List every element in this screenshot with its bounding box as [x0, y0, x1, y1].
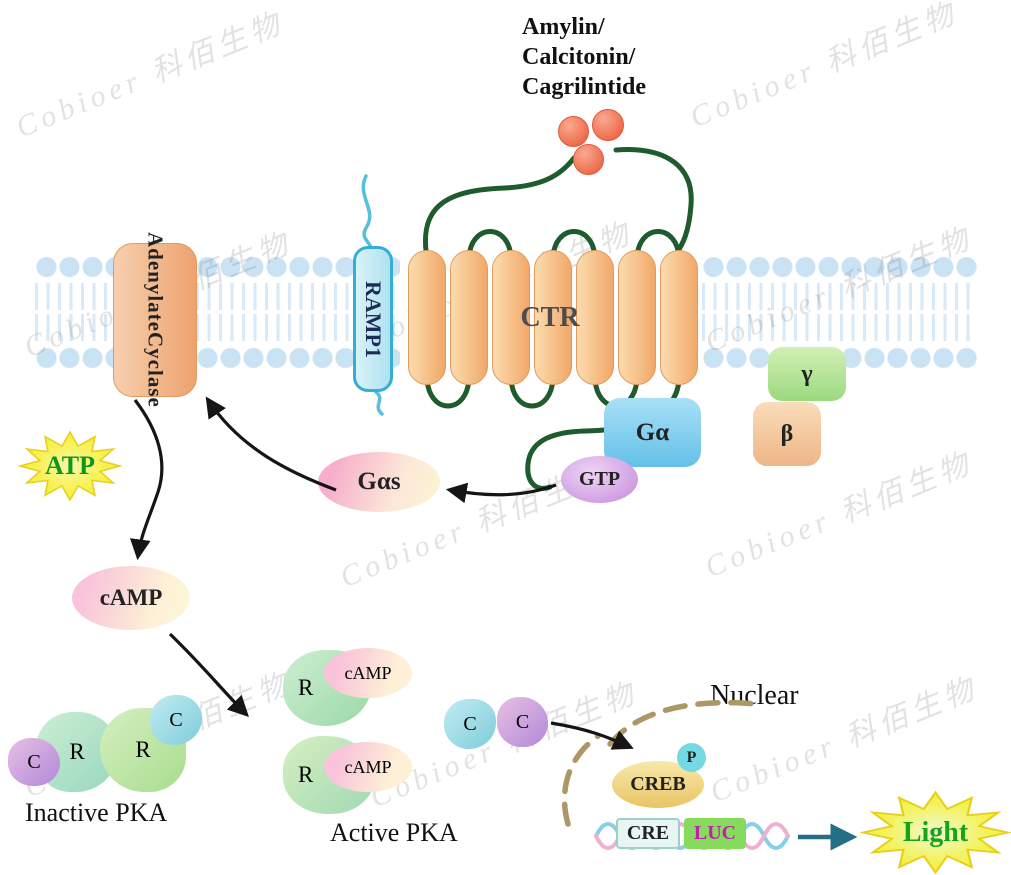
- lipid-tails-upper: [702, 283, 978, 310]
- extracellular-loop: [550, 229, 598, 263]
- lipid-tails-upper: [35, 283, 400, 310]
- n-terminus-loop: [613, 147, 694, 257]
- camp-ellipse: cAMP: [72, 566, 190, 630]
- nuclear-label: Nuclear: [710, 680, 799, 711]
- g-alpha-box: Gα: [604, 398, 701, 467]
- phospho-label: P: [686, 748, 697, 766]
- adenylate-cyclase-label: Adenylate Cyclase: [114, 232, 196, 408]
- ctr-helix: [492, 250, 530, 385]
- camp-label: cAMP: [344, 662, 392, 683]
- beta-box: β: [753, 402, 821, 466]
- ligand-label-line: Amylin/: [522, 14, 605, 40]
- camp-bound-ellipse: cAMP: [324, 648, 412, 698]
- ligand-ball: [592, 109, 624, 141]
- c-subunit: C: [497, 697, 548, 747]
- ctr-helix: [534, 250, 572, 385]
- r-subunit-label: R: [298, 675, 314, 700]
- g-alpha-label: Gα: [635, 418, 670, 446]
- c-subunit: C: [150, 695, 202, 745]
- ctr-label: CTR: [520, 302, 580, 333]
- gamma-box: γ: [768, 347, 846, 401]
- atp-label: ATP: [44, 451, 96, 480]
- arrow-camp-to-active-pka: [168, 632, 249, 717]
- gtp-ellipse: GTP: [561, 456, 638, 503]
- lipid-heads-bottom: [35, 344, 400, 372]
- luc-label: LUC: [693, 822, 737, 844]
- starburst-icon: [858, 790, 1011, 875]
- g-alpha-s-ellipse: Gαs: [318, 452, 440, 512]
- adenylate-cyclase-box: Adenylate Cyclase: [113, 232, 197, 408]
- extracellular-loop: [634, 229, 682, 263]
- arrow-gas-to-adenylate-cyclase: [205, 396, 337, 492]
- r-subunit-label: R: [135, 737, 151, 762]
- n-terminus-loop: [423, 155, 577, 261]
- luc-box: LUC: [684, 818, 746, 849]
- g-alpha-s-label: Gαs: [357, 468, 401, 495]
- cre-label: CRE: [626, 822, 670, 844]
- atp-star: ATP: [17, 430, 123, 502]
- ramp1-linker-bottom: [374, 390, 384, 416]
- ligand-ball: [573, 144, 604, 175]
- lipid-heads-top: [702, 253, 978, 281]
- r-subunit-label: R: [298, 762, 314, 787]
- camp-bound-ellipse: cAMP: [324, 742, 412, 792]
- cre-box: CRE: [616, 818, 680, 849]
- camp-label: cAMP: [344, 756, 392, 777]
- light-star: Light: [858, 790, 1011, 875]
- lipid-tails-lower: [35, 314, 400, 341]
- light-label: Light: [902, 816, 969, 848]
- camp-label: cAMP: [99, 585, 163, 610]
- starburst-icon: [17, 430, 123, 502]
- extracellular-loop: [466, 229, 514, 263]
- creb-ellipse: CREB: [612, 761, 704, 808]
- membrane-left: [35, 253, 400, 372]
- lipid-tails-lower: [702, 314, 978, 341]
- ligand-ball: [558, 116, 589, 147]
- ramp1-linker-top: [361, 174, 373, 250]
- lipid-heads-top: [35, 253, 400, 281]
- arrow-adenylate-cyclase-to-camp: [129, 399, 164, 561]
- ctr-helix: [450, 250, 488, 385]
- c-subunit-label: C: [27, 750, 41, 773]
- c-subunit: C: [8, 738, 60, 786]
- c-subunit-label: C: [169, 708, 183, 731]
- arrow-c-subunit-to-nucleus: [550, 721, 634, 750]
- beta-label: β: [780, 420, 794, 447]
- ligand-label: Amylin/ Calcitonin/ Cagrilintide: [522, 12, 646, 102]
- ligand-label-line: Calcitonin/: [522, 44, 636, 70]
- c-subunit: C: [444, 699, 496, 749]
- active-pka-label: Active PKA: [330, 818, 458, 847]
- gamma-label: γ: [801, 360, 813, 387]
- gtp-label: GTP: [578, 468, 621, 490]
- inactive-pka-label: Inactive PKA: [25, 798, 168, 827]
- c-subunit-label: C: [515, 710, 530, 733]
- nuclear-envelope-arc: [561, 733, 601, 827]
- intracellular-loop: [424, 373, 472, 409]
- adenylate-cyclase-line: Adenylate: [143, 232, 168, 333]
- ligand-label-line: Cagrilintide: [522, 74, 646, 100]
- nuclear-envelope-arc: [607, 699, 759, 747]
- ctr-helix: [660, 250, 698, 385]
- intracellular-loop: [508, 373, 556, 409]
- ramp1-label: RAMP1: [361, 280, 386, 358]
- r-subunit-label: R: [69, 739, 85, 764]
- ramp1-box: RAMP1: [353, 246, 393, 392]
- adenylate-cyclase-line: Cyclase: [143, 332, 168, 408]
- creb-label: CREB: [630, 773, 686, 795]
- ctr-helix: [618, 250, 656, 385]
- ctr-helix: [576, 250, 614, 385]
- phospho-badge: P: [677, 743, 706, 772]
- c-subunit-label: C: [463, 712, 477, 735]
- arrow-gtp-to-gas: [445, 482, 557, 504]
- ctr-helix: [408, 250, 446, 385]
